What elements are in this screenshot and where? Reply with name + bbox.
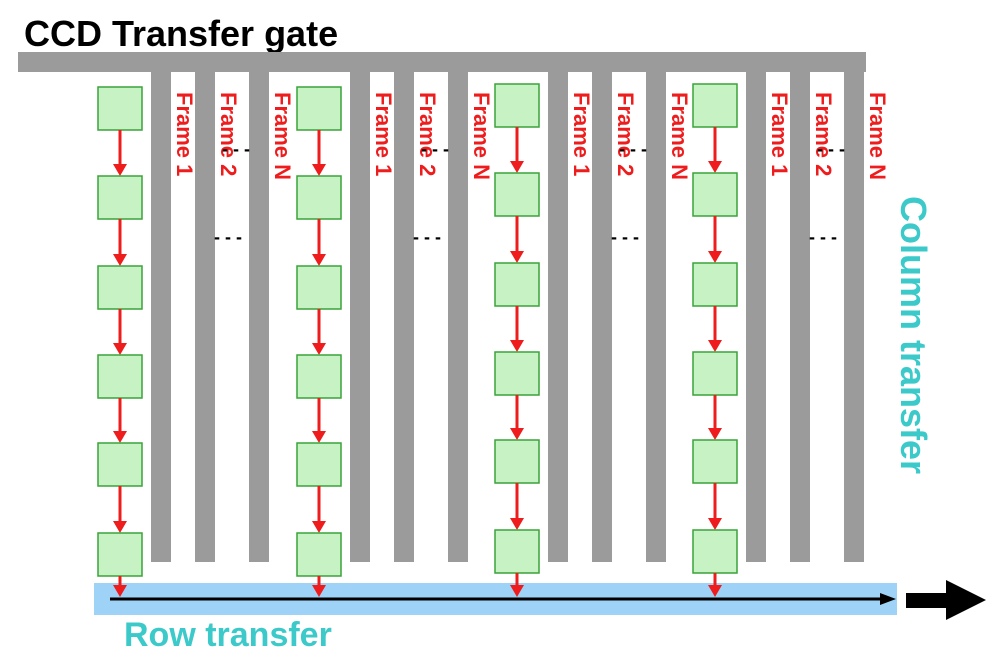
- ellipsis-dashes: - - -: [214, 227, 242, 247]
- gate-strip: [394, 72, 414, 562]
- transfer-arrow-head: [312, 343, 326, 355]
- gate-strip: [151, 72, 171, 562]
- pixel-cell: [692, 439, 738, 484]
- transfer-arrow-head: [113, 164, 127, 176]
- pixel-cell: [296, 354, 342, 399]
- pixel-cell: [494, 262, 540, 307]
- transfer-arrow-head: [510, 518, 524, 530]
- gate-strip: [249, 72, 269, 562]
- output-arrow: [906, 580, 986, 620]
- pixel-cell: [296, 175, 342, 220]
- transfer-arrow-head: [312, 521, 326, 533]
- transfer-arrow-head: [113, 521, 127, 533]
- pixel-cell: [97, 265, 143, 310]
- transfer-gate-bar: [18, 52, 866, 72]
- frame-label: Frame 1: [371, 92, 396, 176]
- ellipsis-dashes: - - -: [611, 227, 639, 247]
- gate-strip: [350, 72, 370, 562]
- column-group: Frame 1 Frame 2 Frame N - - - - - -: [296, 72, 494, 597]
- frame-label: Frame N: [667, 92, 692, 180]
- frame-label: Frame 2: [811, 92, 836, 176]
- frame-label: Frame N: [270, 92, 295, 180]
- frame-label: Frame N: [865, 92, 890, 180]
- transfer-arrow-head: [113, 431, 127, 443]
- pixel-cell: [296, 442, 342, 487]
- pixel-cell: [692, 172, 738, 217]
- row-transfer-line-head: [880, 593, 896, 605]
- pixel-cell: [97, 175, 143, 220]
- pixel-cell: [692, 83, 738, 128]
- transfer-arrow-head: [312, 585, 326, 597]
- transfer-arrow-head: [510, 340, 524, 352]
- pixel-cell: [692, 262, 738, 307]
- transfer-arrow-head: [312, 254, 326, 266]
- frame-label: Frame 1: [172, 92, 197, 176]
- frame-label: Frame 2: [415, 92, 440, 176]
- ellipsis-dashes: - - -: [619, 139, 647, 159]
- transfer-arrow-head: [510, 585, 524, 597]
- gate-strip: [790, 72, 810, 562]
- gate-strip: [448, 72, 468, 562]
- gate-strip: [548, 72, 568, 562]
- ellipsis-dashes: - - -: [413, 227, 441, 247]
- ellipsis-dashes: - - -: [809, 227, 837, 247]
- ellipsis-dashes: - - -: [817, 139, 845, 159]
- transfer-arrow-head: [113, 585, 127, 597]
- transfer-arrow-head: [708, 585, 722, 597]
- column-transfer-label: Column transfer: [893, 196, 934, 474]
- gate-strip: [844, 72, 864, 562]
- transfer-arrow-head: [510, 428, 524, 440]
- frame-label: Frame 1: [569, 92, 594, 176]
- transfer-arrow-head: [708, 251, 722, 263]
- pixel-cell: [97, 532, 143, 577]
- pixel-cell: [494, 351, 540, 396]
- pixel-cell: [494, 83, 540, 128]
- pixel-cell: [494, 439, 540, 484]
- gate-strip: [195, 72, 215, 562]
- pixel-cell: [296, 265, 342, 310]
- pixel-cell: [494, 529, 540, 574]
- gate-strip: [646, 72, 666, 562]
- pixel-cell: [494, 172, 540, 217]
- transfer-arrow-head: [708, 340, 722, 352]
- transfer-arrow-head: [708, 428, 722, 440]
- row-transfer-label: Row transfer: [124, 616, 332, 654]
- frame-label: Frame 1: [767, 92, 792, 176]
- gate-strip: [592, 72, 612, 562]
- transfer-arrow-head: [708, 161, 722, 173]
- pixel-cell: [296, 532, 342, 577]
- pixel-cell: [296, 86, 342, 131]
- pixel-cell: [97, 442, 143, 487]
- column-group: Frame 1 Frame 2 Frame N - - - - - -: [97, 72, 295, 597]
- transfer-arrow-head: [113, 254, 127, 266]
- pixel-cell: [97, 354, 143, 399]
- column-group: Frame 1 Frame 2 Frame N - - - - - -: [692, 72, 890, 597]
- transfer-arrow-head: [312, 164, 326, 176]
- transfer-arrow-head: [113, 343, 127, 355]
- title-label: CCD Transfer gate: [24, 13, 338, 54]
- ellipsis-dashes: - - -: [222, 139, 250, 159]
- gate-strip: [746, 72, 766, 562]
- ellipsis-dashes: - - -: [421, 139, 449, 159]
- pixel-cell: [692, 529, 738, 574]
- frame-label: Frame 2: [216, 92, 241, 176]
- column-group: Frame 1 Frame 2 Frame N - - - - - -: [494, 72, 692, 597]
- pixel-cell: [692, 351, 738, 396]
- transfer-arrow-head: [708, 518, 722, 530]
- transfer-arrow-head: [510, 161, 524, 173]
- transfer-arrow-head: [312, 431, 326, 443]
- frame-label: Frame 2: [613, 92, 638, 176]
- pixel-cell: [97, 86, 143, 131]
- frame-label: Frame N: [469, 92, 494, 180]
- transfer-arrow-head: [510, 251, 524, 263]
